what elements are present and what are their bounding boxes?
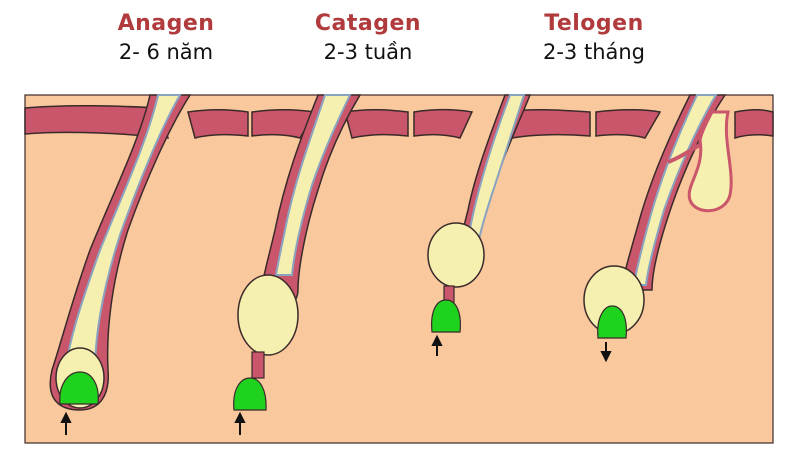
phase-title-anagen: Anagen xyxy=(117,11,215,36)
hair-shaft xyxy=(274,94,352,276)
new-follicle xyxy=(687,110,733,213)
epidermis-segment xyxy=(187,108,249,139)
phase-title-telogen: Telogen xyxy=(544,11,644,36)
arrow-down-icon xyxy=(600,342,612,363)
epidermis-layer xyxy=(24,104,774,140)
epidermis-segment xyxy=(734,108,774,140)
epidermis-segment xyxy=(24,104,170,139)
connecting-sheath xyxy=(667,143,701,164)
phase-duration-catagen: 2-3 tuần xyxy=(323,40,413,64)
follicle-anagen xyxy=(49,94,192,411)
hair-bulb xyxy=(427,222,485,288)
epithelial-strand xyxy=(251,351,265,379)
dermal-papilla xyxy=(233,377,267,411)
follicle-catagen-late xyxy=(427,94,532,333)
hair-bulb xyxy=(237,274,299,356)
phase-telogen: Telogen 2-3 tháng xyxy=(494,10,694,66)
papilla-arrows xyxy=(60,334,612,435)
arrow-up-icon xyxy=(431,334,443,356)
epidermis-segment xyxy=(344,108,409,139)
arrow-up-icon xyxy=(60,411,72,435)
phase-anagen: Anagen 2- 6 năm xyxy=(66,10,266,66)
epidermis-segment xyxy=(504,108,591,139)
phase-duration-anagen: 2- 6 năm xyxy=(118,40,214,64)
epidermis-segment xyxy=(595,108,662,139)
phase-duration-telogen: 2-3 tháng xyxy=(542,40,646,64)
epidermis-segment xyxy=(413,108,474,139)
dermal-papilla xyxy=(59,371,99,405)
dermal-papilla xyxy=(597,305,627,339)
arrow-up-icon xyxy=(234,411,246,435)
epidermis-segment xyxy=(251,108,317,139)
phase-title-catagen: Catagen xyxy=(314,11,422,36)
dermal-papilla xyxy=(431,299,461,333)
follicle-catagen xyxy=(233,94,362,411)
follicle-telogen xyxy=(583,94,733,339)
phase-catagen: Catagen 2-3 tuần xyxy=(268,10,468,66)
